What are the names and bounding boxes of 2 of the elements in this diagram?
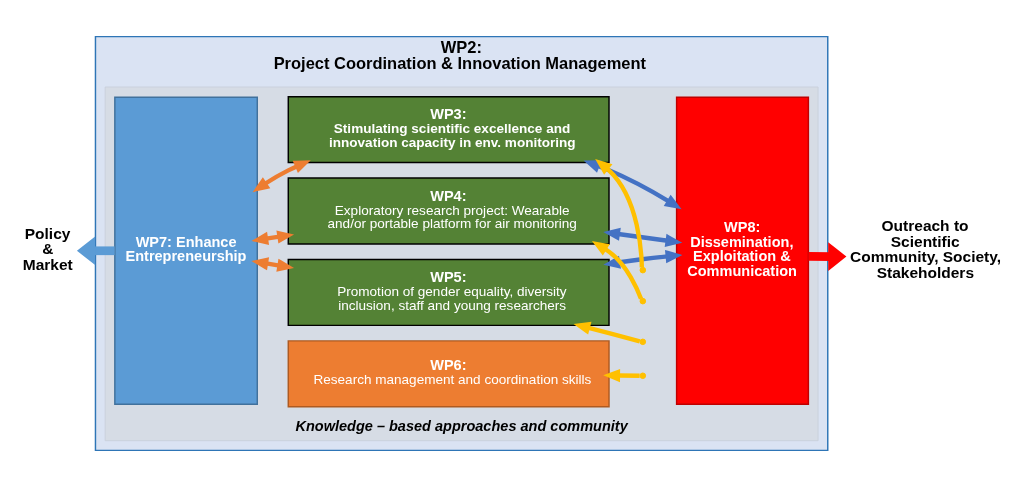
node-text: Policy & Market xyxy=(22,224,73,273)
node-text: Outreach to Scientific Community, Society, Stakeholders xyxy=(850,217,1002,281)
